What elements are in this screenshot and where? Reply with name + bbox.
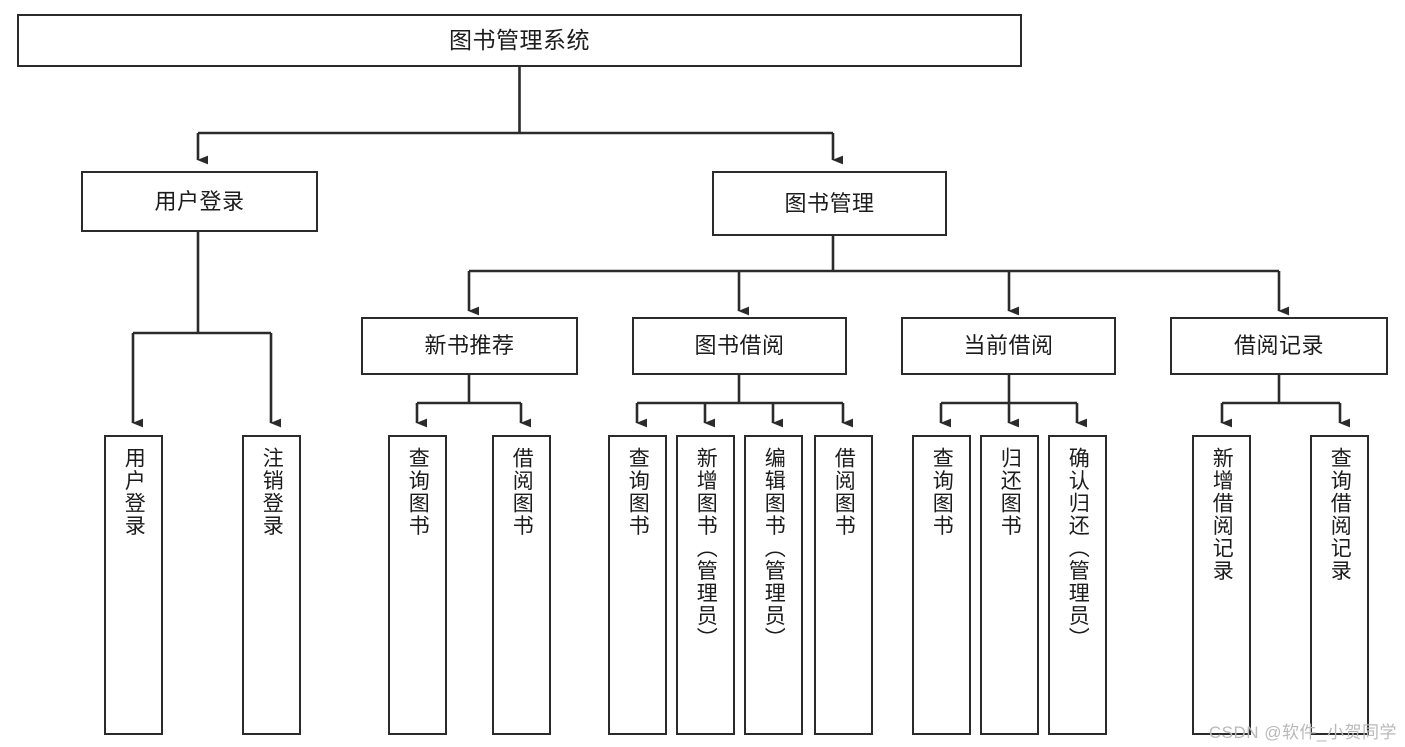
leaf-record-query-record[interactable]: 查询借阅记录 xyxy=(1310,435,1369,735)
leaf-current-query-book[interactable]: 查询图书 xyxy=(912,435,971,735)
node-root-label: 图书管理系统 xyxy=(449,27,590,54)
node-current-borrow-label: 当前借阅 xyxy=(963,333,1054,359)
leaf-borrow-edit-book[interactable]: 编辑图书（管理员） xyxy=(744,435,803,735)
node-current-borrow[interactable]: 当前借阅 xyxy=(901,317,1116,375)
leaf-borrow-borrow-book[interactable]: 借阅图书 xyxy=(814,435,873,735)
node-user-login-label: 用户登录 xyxy=(154,188,245,214)
node-borrow-record-label: 借阅记录 xyxy=(1233,333,1324,359)
leaf-record-add-record[interactable]: 新增借阅记录 xyxy=(1192,435,1251,735)
leaf-recommend-borrow-book[interactable]: 借阅图书 xyxy=(492,435,551,735)
leaf-label: 新增借阅记录 xyxy=(1210,447,1234,582)
node-root[interactable]: 图书管理系统 xyxy=(17,14,1022,67)
leaf-borrow-add-book[interactable]: 新增图书（管理员） xyxy=(676,435,735,735)
leaf-current-confirm-return[interactable]: 确认归还（管理员） xyxy=(1048,435,1107,735)
leaf-label: 确认归还（管理员） xyxy=(1066,447,1090,650)
leaf-user-login-logout[interactable]: 注销登录 xyxy=(242,435,301,735)
watermark: CSDN @软件_小贺同学 xyxy=(1208,723,1397,742)
node-book-borrow[interactable]: 图书借阅 xyxy=(632,317,847,375)
leaf-label: 查询图书 xyxy=(406,447,430,537)
node-book-borrow-label: 图书借阅 xyxy=(694,333,785,359)
leaf-label: 查询借阅记录 xyxy=(1328,447,1352,582)
leaf-borrow-query-book[interactable]: 查询图书 xyxy=(608,435,667,735)
leaf-current-return-book[interactable]: 归还图书 xyxy=(980,435,1039,735)
leaf-label: 编辑图书（管理员） xyxy=(762,447,786,650)
leaf-label: 注销登录 xyxy=(260,447,284,537)
node-book-management-label: 图书管理 xyxy=(784,190,875,216)
node-user-login[interactable]: 用户登录 xyxy=(81,171,318,232)
leaf-label: 查询图书 xyxy=(626,447,650,537)
leaf-user-login-login[interactable]: 用户登录 xyxy=(104,435,163,735)
node-new-book-recommend[interactable]: 新书推荐 xyxy=(361,317,578,375)
node-book-management[interactable]: 图书管理 xyxy=(712,171,947,236)
leaf-label: 归还图书 xyxy=(998,447,1022,537)
leaf-label: 借阅图书 xyxy=(510,447,534,537)
node-new-book-recommend-label: 新书推荐 xyxy=(424,333,515,359)
leaf-label: 查询图书 xyxy=(930,447,954,537)
leaf-recommend-query-book[interactable]: 查询图书 xyxy=(388,435,447,735)
node-borrow-record[interactable]: 借阅记录 xyxy=(1170,317,1388,375)
leaf-label: 新增图书（管理员） xyxy=(694,447,718,650)
leaf-label: 借阅图书 xyxy=(832,447,856,537)
leaf-label: 用户登录 xyxy=(122,447,146,537)
